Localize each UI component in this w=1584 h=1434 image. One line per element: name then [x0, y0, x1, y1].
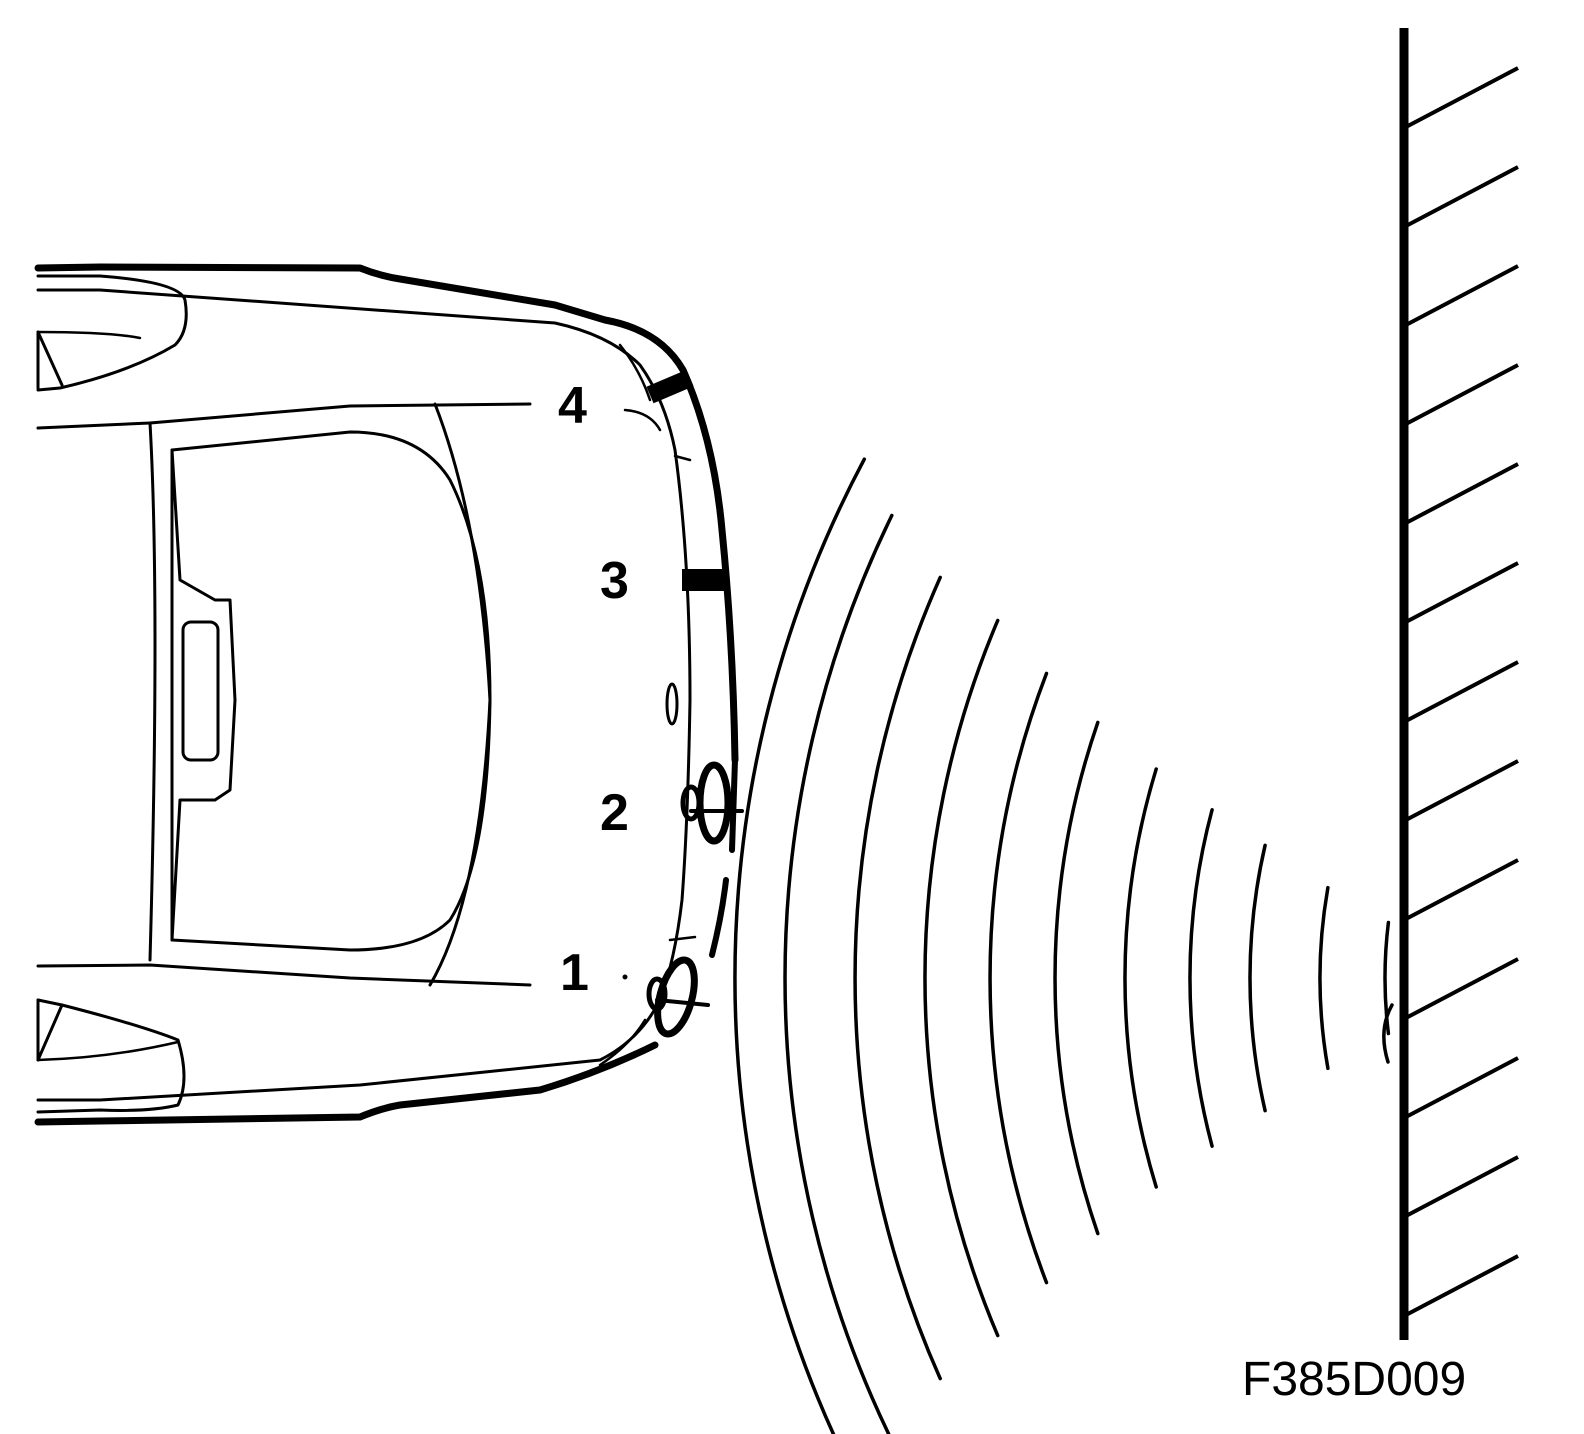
sensor-label-4: 4: [558, 377, 587, 435]
hatch-line: [1403, 660, 1519, 724]
wave-arc: [1188, 808, 1214, 1148]
ultrasonic-sensor-icon: [646, 956, 710, 1038]
wall-hatch-icon: [1399, 28, 1519, 1340]
wave-arc: [733, 457, 867, 1434]
wave-arc: [853, 575, 942, 1381]
hatch-line: [1403, 561, 1519, 625]
wave-arc: [783, 513, 894, 1434]
wave-arc: [923, 618, 1000, 1338]
car-rear-outline-icon: [34, 263, 739, 1126]
hatch-line: [1403, 363, 1519, 427]
sensor-label-2: 2: [600, 784, 629, 842]
ultrasonic-waves: [733, 457, 1394, 1434]
hatch-line: [1403, 957, 1519, 1021]
wave-arc: [988, 671, 1049, 1285]
wave-arc: [1318, 885, 1330, 1071]
hatch-line: [1403, 1155, 1519, 1219]
hatch-line: [1403, 858, 1519, 922]
wave-arc: [1053, 720, 1100, 1236]
hatch-line: [1403, 759, 1519, 823]
sensor-label-3: 3: [600, 552, 629, 610]
figure-code: F385D009: [1242, 1353, 1466, 1406]
sensor-label-1: 1: [560, 944, 589, 1002]
wave-arc: [1123, 767, 1158, 1189]
wave-arc: [1382, 1003, 1394, 1064]
wave-arc: [1248, 843, 1267, 1113]
hatch-line: [1403, 264, 1519, 328]
wave-arc: [1383, 920, 1391, 1036]
hatch-line: [1403, 165, 1519, 229]
hatch-line: [1403, 1254, 1519, 1318]
hatch-line: [1403, 462, 1519, 526]
hatch-line: [1403, 66, 1519, 130]
ultrasonic-sensor-icon: [680, 761, 744, 845]
hatch-line: [1403, 1056, 1519, 1120]
